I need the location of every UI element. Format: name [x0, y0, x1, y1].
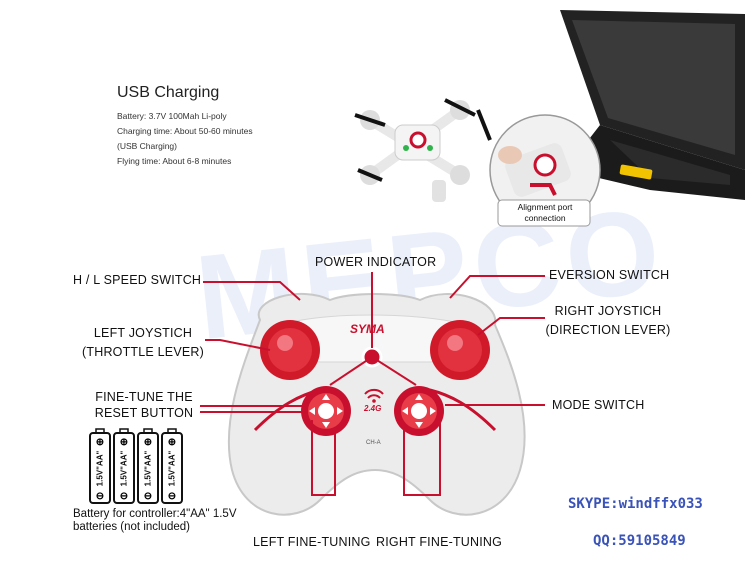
- left-joystick-label-line-1: LEFT JOYSTICH: [93, 326, 193, 340]
- power-indicator-label: POWER INDICATOR: [315, 255, 437, 269]
- right-dpad: [394, 386, 444, 436]
- alignment-label-line-1: Alignment port: [517, 202, 573, 212]
- band-label: 2.4G: [364, 404, 382, 413]
- usb-note: (USB Charging): [117, 141, 177, 151]
- alignment-inset: [489, 114, 601, 227]
- hl-speed-switch-label: H / L SPEED SWITCH: [73, 273, 202, 287]
- right-fine-tuning-label: RIGHT FINE-TUNING: [376, 535, 503, 549]
- right-joystick-label: RIGHT JOYSTICH (DIRECTION LEVER): [543, 302, 673, 340]
- battery-caption-line-1: Battery for controller:4"AA" 1.5V: [73, 508, 237, 520]
- laptop: [554, 10, 745, 200]
- battery-voltage-label: 1.5V"AA": [95, 450, 105, 487]
- charging-time: Charging time: About 50-60 minutes: [117, 126, 253, 136]
- right-joystick-label-line-2: (DIRECTION LEVER): [545, 323, 671, 337]
- aa-battery: ⊕⊖: [89, 428, 111, 504]
- callout-lines: [200, 272, 545, 496]
- battery-caption: Battery for controller:4"AA" 1.5V batter…: [73, 508, 237, 534]
- battery-spec: Battery: 3.7V 100Mah Li-poly: [117, 111, 227, 121]
- left-dpad: [301, 386, 351, 436]
- minus-terminal-icon: ⊖: [144, 491, 152, 502]
- eversion-switch-label: EVERSION SWITCH: [549, 268, 670, 282]
- plus-terminal-icon: ⊕: [96, 437, 104, 448]
- right-joystick: [430, 320, 490, 380]
- minus-terminal-icon: ⊖: [120, 491, 128, 502]
- left-joystick-label: LEFT JOYSTICH (THROTTLE LEVER): [78, 324, 208, 362]
- qq-contact: QQ:59105849: [593, 533, 686, 549]
- battery-voltage-label: 1.5V"AA": [143, 450, 153, 487]
- minus-terminal-icon: ⊖: [168, 491, 176, 502]
- left-joystick-label-line-2: (THROTTLE LEVER): [82, 345, 204, 359]
- left-fine-tuning-label: LEFT FINE-TUNING: [253, 535, 371, 549]
- battery-caption-line-2: batteries (not included): [73, 521, 190, 533]
- fine-tune-reset-label: FINE-TUNE THE RESET BUTTON: [85, 389, 203, 421]
- usb-charging-title: USB Charging: [117, 84, 220, 101]
- aa-battery: ⊕⊖: [161, 428, 183, 504]
- signal-icon: [364, 388, 384, 403]
- aa-battery: ⊕⊖: [113, 428, 135, 504]
- fine-tune-reset-line-1: FINE-TUNE THE: [95, 390, 193, 404]
- brand-logo: SYMA: [350, 322, 385, 336]
- plus-terminal-icon: ⊕: [144, 437, 152, 448]
- aa-battery: ⊕⊖: [137, 428, 159, 504]
- battery-pack: ⊕⊖⊕⊖⊕⊖⊕⊖: [89, 428, 183, 504]
- battery-voltage-label: 1.5V"AA": [167, 450, 177, 487]
- mode-switch-label: MODE SWITCH: [552, 398, 645, 412]
- fine-tune-reset-line-2: RESET BUTTON: [94, 406, 194, 420]
- skype-contact: SKYPE:windffx033: [568, 496, 703, 512]
- plus-terminal-icon: ⊕: [120, 437, 128, 448]
- left-joystick: [260, 320, 320, 380]
- laptop-drone-illustration: [354, 10, 745, 227]
- right-joystick-label-line-1: RIGHT JOYSTICH: [554, 304, 662, 318]
- alignment-port-label: Alignment port connection: [499, 202, 591, 224]
- flying-time: Flying time: About 6-8 minutes: [117, 156, 232, 166]
- channel-label: CH-A: [366, 440, 381, 446]
- drone: [354, 98, 492, 202]
- plus-terminal-icon: ⊕: [168, 437, 176, 448]
- battery-voltage-label: 1.5V"AA": [119, 450, 129, 487]
- alignment-label-line-2: connection: [524, 213, 566, 223]
- minus-terminal-icon: ⊖: [96, 491, 104, 502]
